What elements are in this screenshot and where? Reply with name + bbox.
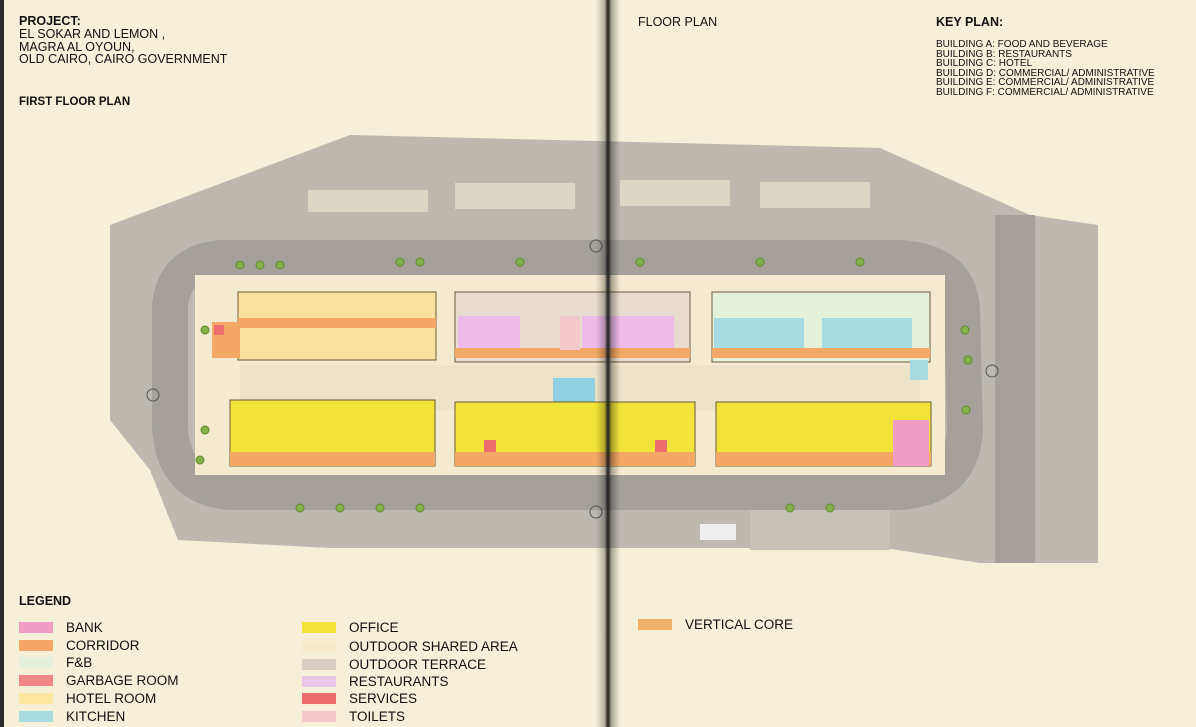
legend-swatch <box>302 641 336 652</box>
key-plan-item: BUILDING B: RESTAURANTS <box>936 48 1072 60</box>
legend-swatch <box>302 622 336 633</box>
legend-label: OFFICE <box>349 620 399 635</box>
legend-label: F&B <box>66 655 93 670</box>
legend-swatch <box>302 659 336 670</box>
legend-label: SERVICES <box>349 691 418 706</box>
tree-row <box>195 257 973 513</box>
key-plan-item: BUILDING C: HOTEL <box>936 58 1033 70</box>
section-title: FLOOR PLAN <box>638 15 718 29</box>
legend-swatch <box>19 675 53 686</box>
legend-swatch <box>302 693 336 704</box>
plan-title: FIRST FLOOR PLAN <box>19 96 131 108</box>
legend-label: BANK <box>66 620 103 635</box>
legend-label: OUTDOOR SHARED AREA <box>349 639 518 654</box>
legend-label: CORRIDOR <box>66 638 140 653</box>
legend-swatch <box>19 693 53 704</box>
perimeter-road <box>152 240 984 510</box>
legend-label: GARBAGE ROOM <box>66 673 179 688</box>
legend-label: OUTDOOR TERRACE <box>349 657 487 672</box>
legend-swatch <box>19 640 53 651</box>
building-restaurants <box>454 291 691 363</box>
building-fnb <box>711 291 931 380</box>
building-offices <box>229 399 932 467</box>
legend-swatch <box>19 711 53 722</box>
project-label: PROJECT: <box>19 14 81 28</box>
key-plan-title: KEY PLAN: <box>936 15 1004 29</box>
project-line: OLD CAIRO, CAIRO GOVERNMENT <box>19 52 228 66</box>
key-plan-item: BUILDING E: COMMERCIAL/ ADMINISTRATIVE <box>936 77 1155 89</box>
key-plan-item: BUILDING D: COMMERCIAL/ ADMINISTRATIVE <box>936 67 1155 79</box>
legend-label: RESTAURANTS <box>349 674 449 689</box>
legend-title: LEGEND <box>19 594 72 608</box>
pool <box>553 378 595 402</box>
bottom-parking <box>750 510 890 550</box>
project-line: EL SOKAR AND LEMON , <box>19 27 166 41</box>
east-road <box>995 215 1035 563</box>
legend-swatch <box>302 711 336 722</box>
legend-label: VERTICAL CORE <box>685 617 794 632</box>
legend-swatch <box>19 622 53 633</box>
legend-swatch <box>19 657 53 668</box>
legend-label: TOILETS <box>349 709 406 724</box>
project-address: EL SOKAR AND LEMON , MAGRA AL OYOUN, OLD… <box>19 28 227 66</box>
top-parking <box>308 180 870 212</box>
legend-swatch <box>638 619 672 630</box>
building-hotel <box>212 291 437 361</box>
kiosk <box>700 524 736 540</box>
page-edge <box>0 0 4 727</box>
key-plan-list: BUILDING A: FOOD AND BEVERAGE BUILDING B… <box>936 40 1155 98</box>
book-spine <box>596 0 620 727</box>
legend-swatch <box>302 676 336 687</box>
key-plan-item: BUILDING A: FOOD AND BEVERAGE <box>936 39 1108 50</box>
project-line: MAGRA AL OYOUN, <box>19 39 135 54</box>
legend-label: KITCHEN <box>66 709 126 724</box>
legend-label: HOTEL ROOM <box>66 691 157 706</box>
key-plan-item: BUILDING F: COMMERCIAL/ ADMINISTRATIVE <box>936 86 1154 98</box>
